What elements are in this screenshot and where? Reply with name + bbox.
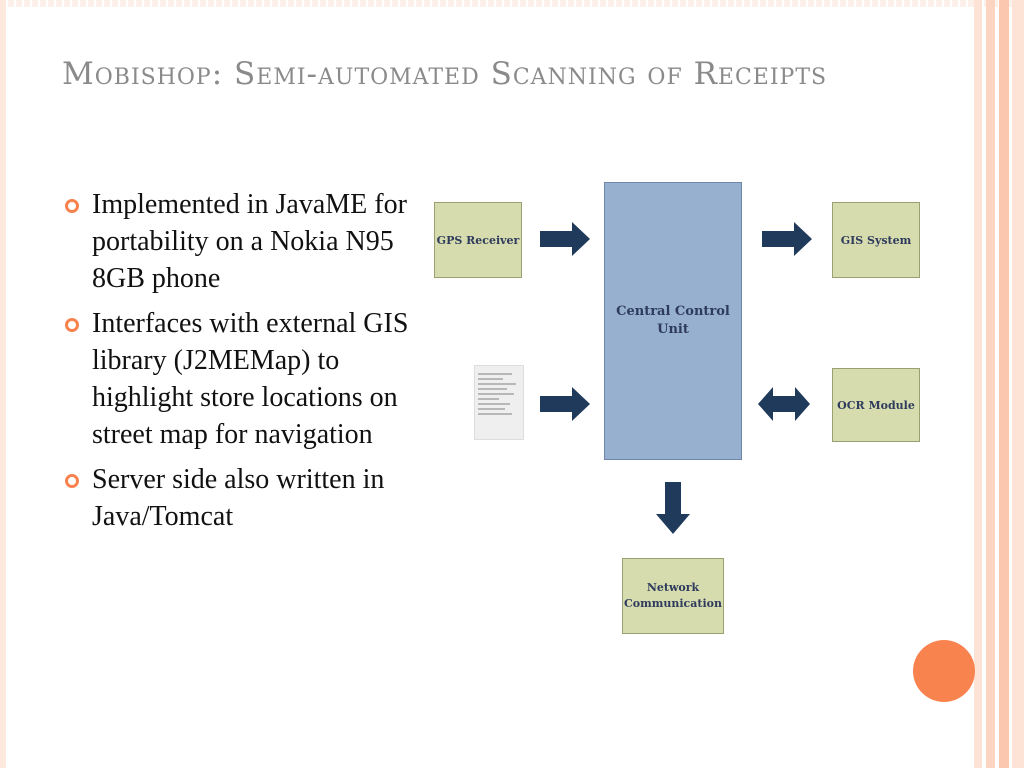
right-arrow-icon (762, 222, 812, 256)
bullet-text: Implemented in JavaME for portability on… (92, 189, 407, 294)
network-communication-box: Network Communication (622, 558, 724, 634)
bullet-text: Server side also written in Java/Tomcat (92, 464, 385, 532)
central-control-unit-box: Central Control Unit (604, 182, 742, 460)
network-label-line2: Communication (624, 597, 722, 610)
slide-title: Mobishop: Semi-automated Scanning of Rec… (62, 56, 828, 92)
central-label-line1: Central Control (616, 304, 730, 319)
bullet-text: Interfaces with external GIS library (J2… (92, 308, 409, 450)
right-arrow-icon (540, 387, 590, 421)
bullet-item: Interfaces with external GIS library (J2… (64, 305, 434, 453)
receipt-image (474, 365, 524, 440)
ring-bullet-icon (65, 199, 79, 213)
bullet-item: Implemented in JavaME for portability on… (64, 186, 434, 297)
double-arrow-icon (758, 387, 810, 421)
down-arrow-icon (656, 482, 690, 534)
right-arrow-icon (540, 222, 590, 256)
right-stripes (974, 0, 1024, 768)
architecture-diagram: GPS Receiver Central Control Unit GIS Sy… (434, 170, 934, 650)
gis-system-box: GIS System (832, 202, 920, 278)
gis-system-label: GIS System (840, 233, 912, 247)
gps-receiver-label: GPS Receiver (436, 233, 520, 247)
bullet-item: Server side also written in Java/Tomcat (64, 461, 434, 535)
ring-bullet-icon (65, 474, 79, 488)
bullet-list: Implemented in JavaME for portability on… (64, 186, 434, 543)
top-border (0, 0, 1024, 7)
ocr-module-box: OCR Module (832, 368, 920, 442)
left-border (0, 0, 6, 768)
gps-receiver-box: GPS Receiver (434, 202, 522, 278)
network-label-line1: Network (646, 581, 700, 594)
ring-bullet-icon (65, 318, 79, 332)
ocr-module-label: OCR Module (837, 398, 915, 412)
orange-circle-decoration (913, 640, 975, 702)
central-label-line2: Unit (657, 322, 689, 337)
